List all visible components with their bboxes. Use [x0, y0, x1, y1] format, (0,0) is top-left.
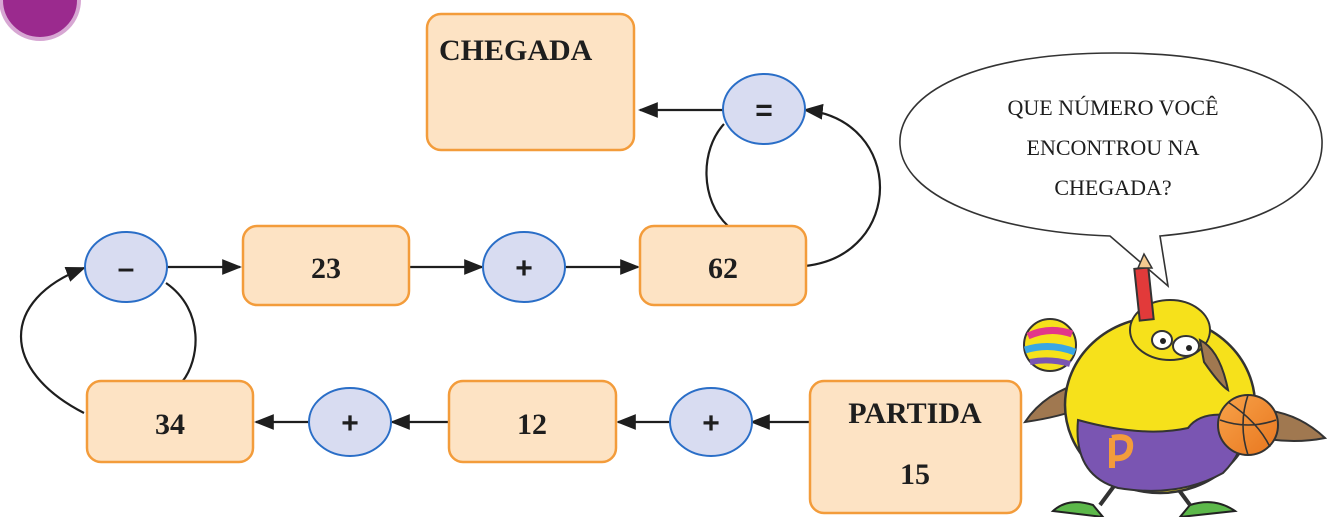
chegada-label: CHEGADA [439, 34, 593, 67]
arrow-62-loop-back [705, 123, 729, 227]
operator-symbol: + [702, 407, 720, 440]
box-34-value: 34 [155, 408, 185, 441]
arrow-62-to-equals [803, 103, 881, 268]
operator-symbol: – [118, 252, 135, 285]
box-62-value: 62 [708, 252, 738, 285]
arrow-minus-loop-back [165, 282, 197, 383]
speech-line-3: CHEGADA? [1054, 175, 1171, 200]
operator-symbol: + [515, 252, 533, 285]
box-62: 62 [638, 224, 808, 307]
corner-badge-icon [0, 0, 81, 41]
operator-symbol: = [755, 94, 773, 127]
box-12: 12 [447, 379, 618, 464]
operator-plus-bottom-right: + [669, 387, 753, 457]
box-23: 23 [241, 224, 411, 307]
speech-bubble: QUE NÚMERO VOCÊ ENCONTROU NA CHEGADA? [899, 52, 1323, 289]
speech-line-2: ENCONTROU NA [1027, 135, 1200, 160]
box-12-value: 12 [517, 408, 547, 441]
operator-plus-middle: + [482, 231, 566, 303]
box-chegada: CHEGADA [425, 12, 636, 152]
box-partida: PARTIDA 15 [808, 379, 1023, 515]
operator-symbol: + [341, 407, 359, 440]
basketball-icon [1217, 394, 1279, 456]
bird-mascot-icon [1022, 252, 1328, 517]
connector-arrows [19, 102, 881, 430]
striped-ball-icon [1023, 318, 1077, 372]
speech-line-1: QUE NÚMERO VOCÊ [1007, 95, 1218, 120]
pencil-icon [1133, 252, 1155, 322]
operator-minus: – [84, 231, 168, 303]
box-34: 34 [85, 379, 255, 464]
sneakers-icon [1050, 501, 1238, 517]
partida-label: PARTIDA [848, 397, 982, 430]
box-23-value: 23 [311, 252, 341, 285]
partida-value: 15 [900, 458, 930, 491]
operator-equals: = [722, 73, 806, 145]
arrow-34-to-minus [19, 266, 86, 414]
operator-plus-bottom-left: + [308, 387, 392, 457]
